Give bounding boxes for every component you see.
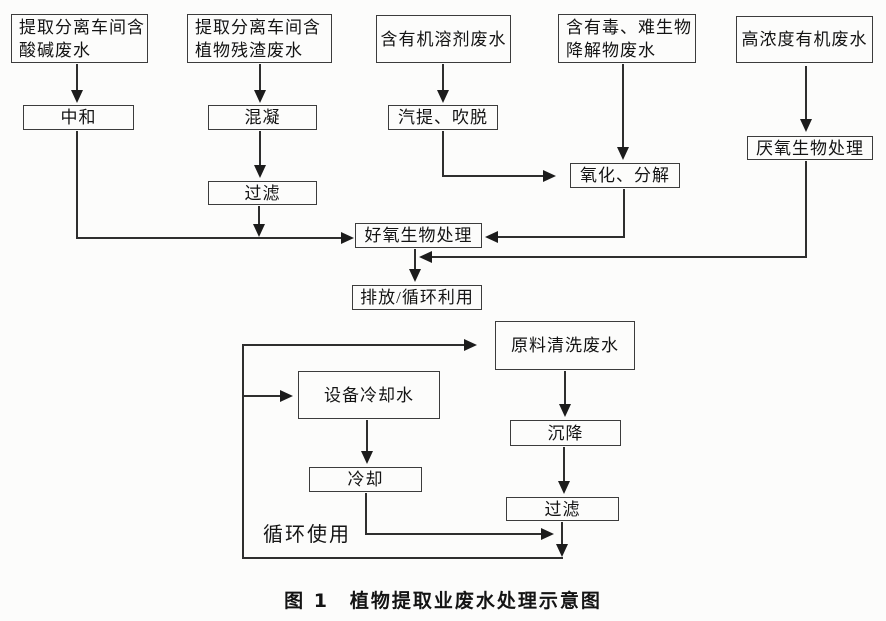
- node-filtration-2: 过滤: [506, 497, 619, 521]
- edge-aerobic-to-discharge-arrowhead: [409, 269, 421, 282]
- edge-coagulation-to-filtration1-line: [259, 131, 261, 165]
- recycle-loop-to-rawwash-hline: [242, 344, 464, 346]
- node-raw-material-washing-wastewater: 原料清洗废水: [495, 321, 635, 370]
- node-src-organic-solvent-wastewater: 含有机溶剂废水: [376, 15, 511, 63]
- edge-rawwash-to-sedimentation-arrowhead: [559, 404, 571, 417]
- edge-anaerobic-to-discharge-arrowhead: [419, 251, 432, 263]
- recycle-loop-bottom-hline: [242, 557, 563, 559]
- edge-sedimentation-to-filtration2-line: [563, 447, 565, 481]
- figure-caption: 图 1 植物提取业废水处理示意图: [284, 590, 602, 612]
- recycle-loop-to-coolingwater-hline: [242, 395, 280, 397]
- node-equipment-cooling-water: 设备冷却水: [298, 371, 440, 419]
- edge-anaerobic-to-discharge-vline: [805, 161, 807, 257]
- node-coagulation: 混凝: [208, 105, 317, 130]
- edge-oxidation-to-aerobic-arrowhead: [485, 231, 498, 243]
- node-cooling: 冷却: [309, 467, 422, 492]
- node-src-plant-residue-wastewater: 提取分离车间含 植物残渣废水: [187, 14, 332, 63]
- edge-neutralization-to-aerobic-hline: [76, 237, 341, 239]
- edge-sedimentation-to-filtration2-arrowhead: [558, 481, 570, 494]
- node-discharge-recycle: 排放/循环利用: [352, 285, 482, 310]
- edge-neutralization-to-aerobic-arrowhead: [341, 232, 354, 244]
- node-src-high-concentration-wastewater: 高浓度有机废水: [736, 16, 873, 63]
- edge-oxidation-to-aerobic-vline: [623, 189, 625, 238]
- edge-src-solvent-to-stripping-line: [442, 64, 444, 91]
- edge-neutralization-to-aerobic-vline: [76, 131, 78, 239]
- edge-src-acid-to-neutralization-arrowhead: [71, 90, 83, 103]
- recycle-loop-to-rawwash-arrowhead: [464, 339, 477, 351]
- edge-filtration2-to-recycle-line: [561, 522, 563, 544]
- edge-anaerobic-to-discharge-hline: [432, 256, 807, 258]
- edge-src-residue-to-coagulation-line: [259, 64, 261, 91]
- edge-aerobic-to-discharge-line: [414, 249, 416, 269]
- node-stripping-blowoff: 汽提、吹脱: [388, 105, 498, 130]
- recycle-use-label: 循环使用: [263, 524, 351, 546]
- edge-coagulation-to-filtration1-arrowhead: [254, 165, 266, 178]
- edge-src-highconc-to-anaerobic-line: [805, 66, 807, 120]
- node-anaerobic-bio-treatment: 厌氧生物处理: [747, 136, 873, 160]
- edge-rawwash-to-sedimentation-line: [564, 371, 566, 404]
- edge-oxidation-to-aerobic-hline: [498, 236, 625, 238]
- node-src-acid-alkali-wastewater: 提取分离车间含 酸碱废水: [11, 14, 148, 63]
- edge-src-toxic-to-oxidation-line: [622, 64, 624, 148]
- edge-stripping-to-oxidation-hline: [442, 175, 543, 177]
- node-sedimentation: 沉降: [510, 420, 621, 446]
- node-aerobic-bio-treatment: 好氧生物处理: [355, 223, 482, 248]
- edge-src-solvent-to-stripping-arrowhead: [437, 90, 449, 103]
- edge-coolingwater-to-cooling-line: [366, 420, 368, 451]
- edge-src-acid-to-neutralization-line: [76, 64, 78, 91]
- edge-src-residue-to-coagulation-arrowhead: [254, 90, 266, 103]
- edge-filtration1-to-collector-arrowhead: [253, 224, 265, 237]
- edge-src-toxic-to-oxidation-arrowhead: [617, 147, 629, 160]
- edge-src-highconc-to-anaerobic-arrowhead: [800, 119, 812, 132]
- edge-cooling-to-recycle-arrowhead: [541, 528, 554, 540]
- edge-stripping-to-oxidation-arrowhead: [543, 170, 556, 182]
- edge-filtration1-to-collector-line: [258, 206, 260, 224]
- node-src-toxic-refractory-wastewater: 含有毒、难生物 降解物废水: [558, 14, 696, 63]
- recycle-loop-to-coolingwater-arrowhead: [280, 390, 293, 402]
- node-filtration-1: 过滤: [208, 181, 317, 205]
- node-oxidation-decomposition: 氧化、分解: [570, 163, 680, 188]
- edge-stripping-to-oxidation-vline: [442, 131, 444, 176]
- recycle-loop-left-vline: [242, 344, 244, 559]
- edge-cooling-to-recycle-hline: [365, 533, 542, 535]
- edge-filtration2-to-recycle-arrowhead: [556, 544, 568, 557]
- edge-cooling-to-recycle-vline: [365, 493, 367, 535]
- node-neutralization: 中和: [23, 105, 134, 130]
- edge-coolingwater-to-cooling-arrowhead: [361, 451, 373, 464]
